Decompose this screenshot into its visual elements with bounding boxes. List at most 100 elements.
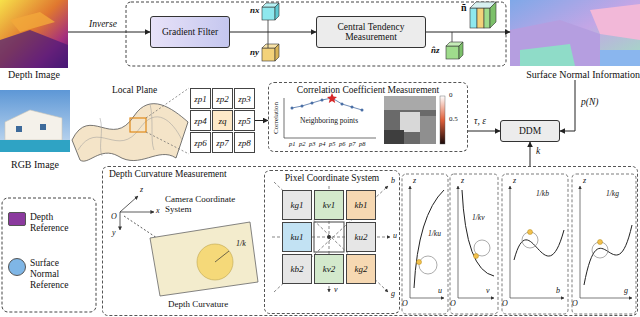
node-label: zp4 bbox=[194, 116, 207, 126]
tensor-cube bbox=[275, 44, 279, 61]
connector bbox=[530, 142, 531, 166]
curvature-curve bbox=[584, 225, 632, 285]
dashed-frame bbox=[2, 198, 96, 312]
process-box: DDM bbox=[500, 120, 560, 142]
rgb-image bbox=[0, 90, 70, 152]
dashed-frame bbox=[2, 2, 506, 312]
annotation: p3 bbox=[309, 141, 316, 148]
annotation: 0.5 bbox=[449, 116, 458, 123]
annotation: Local Plane bbox=[112, 86, 157, 96]
annotation: y bbox=[112, 229, 116, 237]
node-label: Depth Curvature Measurement bbox=[109, 169, 227, 179]
correlation-plot bbox=[291, 99, 364, 112]
node-label: kb1 bbox=[355, 200, 368, 210]
node-label: kb2 bbox=[291, 264, 304, 274]
edge-label: Inverse bbox=[88, 20, 118, 30]
group-box: Pixel Coordinate System kg1 kv1 kb1 ku1 ku2 kb… bbox=[264, 170, 400, 314]
curvature-panel bbox=[572, 174, 636, 314]
contact-point bbox=[598, 240, 603, 245]
rgb-image bbox=[5, 110, 62, 140]
correlation-map bbox=[400, 112, 420, 132]
legend-text: Depth Reference bbox=[30, 212, 90, 234]
contact-point bbox=[417, 260, 422, 265]
annotation: p7 bbox=[349, 141, 356, 148]
correlation-plot bbox=[351, 106, 354, 109]
correlation-plot bbox=[361, 109, 364, 112]
correlation-map bbox=[384, 96, 436, 110]
camera-axes bbox=[120, 196, 160, 240]
curvature-curve bbox=[462, 190, 494, 276]
annotation: z bbox=[140, 186, 143, 194]
camera-axes bbox=[120, 212, 154, 213]
local-plane-surface bbox=[146, 132, 189, 154]
depth-image bbox=[0, 30, 68, 68]
tilted-plane bbox=[150, 222, 258, 296]
tensor-cube bbox=[262, 7, 275, 20]
curvature-panel bbox=[402, 174, 448, 314]
node-label: zq bbox=[218, 116, 226, 126]
node-label: Pixel Coordinate System bbox=[265, 173, 399, 183]
node-label: zp2 bbox=[216, 94, 229, 104]
node-label: Correlation Coefficient Measurement bbox=[269, 85, 467, 95]
curvature-panel bbox=[502, 174, 568, 314]
rgb-image bbox=[0, 90, 70, 152]
contact-point bbox=[474, 254, 479, 259]
node-label: zp3 bbox=[238, 94, 251, 104]
contact-point bbox=[417, 230, 603, 265]
depth-image bbox=[0, 0, 68, 68]
connector bbox=[255, 120, 268, 121]
connector bbox=[560, 80, 575, 131]
annotation: 0 bbox=[449, 92, 453, 99]
node-label: kg1 bbox=[291, 200, 304, 210]
grid-cell: kg2 bbox=[346, 254, 376, 284]
annotation: O bbox=[402, 300, 408, 308]
grid-cell: zp8 bbox=[234, 132, 255, 153]
grid-cell: kb2 bbox=[282, 254, 312, 284]
annotation: nx bbox=[250, 6, 260, 15]
node-label: zp5 bbox=[238, 116, 251, 126]
correlation-plot bbox=[321, 99, 324, 102]
annotation: O bbox=[111, 213, 117, 221]
grid-cell: kv1 bbox=[314, 190, 344, 220]
annotation: v bbox=[486, 287, 490, 295]
tilted-plane bbox=[197, 244, 233, 280]
camera-axes bbox=[120, 196, 138, 212]
rgb-image bbox=[40, 124, 46, 130]
annotation: z bbox=[583, 177, 586, 185]
tensor-cube bbox=[459, 42, 463, 59]
grid-cell: zp1 bbox=[190, 88, 211, 109]
tensor-cube bbox=[484, 8, 490, 28]
annotation: ñ bbox=[461, 3, 467, 13]
annotation: Camera Coordinate System bbox=[165, 194, 245, 215]
node-label: zp6 bbox=[194, 138, 207, 148]
tensor-cube bbox=[275, 3, 279, 20]
grid-cell: kv2 bbox=[314, 254, 344, 284]
correlation-map bbox=[384, 130, 404, 144]
curvature-panel bbox=[410, 186, 411, 298]
annotation: z bbox=[513, 177, 516, 185]
process-box: Gradient Filter bbox=[150, 16, 230, 48]
curvature-panel bbox=[510, 298, 564, 299]
node-label: kv2 bbox=[323, 264, 336, 274]
legend-swatch bbox=[8, 258, 26, 276]
annotation: O bbox=[502, 300, 508, 308]
curvature-panel bbox=[458, 298, 494, 299]
local-plane-surface bbox=[72, 88, 189, 161]
node-label: Gradient Filter bbox=[162, 27, 218, 37]
surface-normal-image bbox=[510, 0, 640, 66]
connector bbox=[68, 32, 150, 33]
annotation: 1/kg bbox=[606, 190, 619, 198]
pixel-axes bbox=[272, 182, 390, 292]
grid-cell: zp4 bbox=[190, 110, 211, 131]
node-label: ku2 bbox=[355, 232, 368, 242]
node-label: kg2 bbox=[355, 264, 368, 274]
curvature-panel bbox=[458, 186, 459, 298]
osculating-circle bbox=[419, 232, 608, 274]
image-panel: RGB Image bbox=[0, 90, 70, 170]
node-label: ku1 bbox=[291, 232, 304, 242]
depth-image bbox=[0, 0, 68, 68]
process-box: Central Tendency Measurement bbox=[316, 16, 426, 48]
grid-cell: zq bbox=[212, 110, 233, 131]
curvature-panel bbox=[402, 174, 636, 314]
